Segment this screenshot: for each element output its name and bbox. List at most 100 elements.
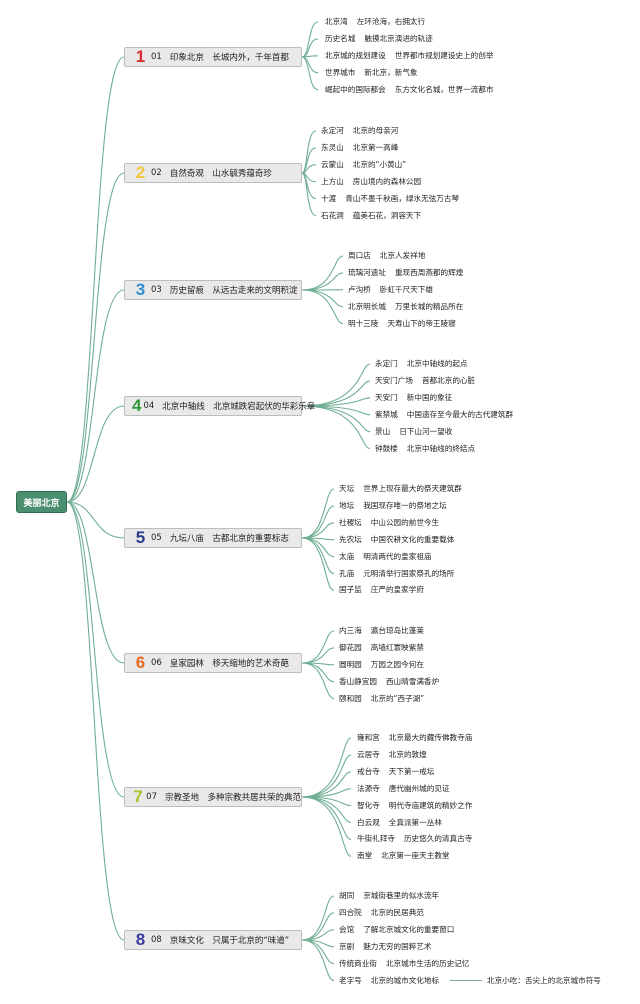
leaf-place: 北京明长城: [348, 301, 386, 311]
topic-title: 自然奇观 山水毓秀蕴奇珍: [169, 169, 272, 179]
leaf-description: 青山不墨千秋画，绿水无弦万古琴: [345, 193, 460, 203]
root-connector: [66, 501, 125, 664]
leaf-item: 颐和园北京的“西子湖”: [339, 693, 424, 704]
leaf-description: 日下山河一望收: [399, 426, 453, 436]
topic-number-glyph: 1: [135, 47, 146, 66]
leaf-connector: [301, 939, 335, 965]
leaf-place: 北京湾: [325, 17, 348, 26]
leaf-item: 御花园高墙红寰映紫禁: [339, 642, 424, 653]
leaf-description: 卧虹千尺天下雄: [379, 284, 433, 294]
root-connector: [66, 501, 125, 539]
root-connector: [66, 172, 125, 503]
leaf-item: 天安门新中国的象征: [375, 392, 452, 403]
leaf-item: 四合院北京的民居典范: [339, 907, 424, 918]
topic-title: 京味文化 只属于北京的“味道”: [169, 936, 290, 946]
leaf-item: 内三海瀛台琼岛比蓬莱: [339, 625, 424, 636]
leaf-item: 先农坛中国农耕文化的重要载体: [339, 534, 454, 545]
leaf-place: 周口店: [348, 251, 371, 260]
leaf-item: 圆明园万园之园今何在: [339, 659, 424, 670]
topic-title: 皇家园林 移天缩地的艺术奇葩: [169, 659, 289, 669]
leaf-connector: [301, 537, 335, 575]
leaf-place: 先农坛: [339, 534, 362, 544]
leaf-connector: [301, 939, 335, 982]
leaf-place: 内三海: [339, 626, 362, 635]
leaf-item: 社稷坛中山公园的前世今生: [339, 517, 439, 528]
leaf-place: 老字号: [339, 975, 362, 985]
leaf-description: 我国现存唯一的祭地之坛: [363, 500, 447, 510]
leaf-description: 明代寺庙建筑的精妙之作: [388, 800, 473, 810]
leaf-connector: [301, 537, 335, 558]
topic-title: 宗教圣地 多种宗教共居共荣的典范: [164, 793, 301, 803]
root-connector: [66, 289, 125, 503]
topic-number-glyph: 2: [135, 163, 146, 182]
leaf-place: 会馆: [339, 924, 355, 934]
leaf-description: 北京的民居典范: [370, 907, 424, 917]
leaf-place: 云蒙山: [321, 159, 344, 169]
leaf-connector: [301, 505, 335, 539]
leaf-description: 魅力无穷的国粹艺术: [363, 941, 432, 951]
leaf-connector: [301, 796, 352, 857]
topic-index: 02: [151, 168, 162, 178]
leaf-place: 卢沟桥: [348, 284, 371, 294]
leaf-place: 御花园: [339, 642, 362, 652]
leaf-item: 天安门广场首都北京的心脏: [375, 375, 475, 386]
leaf-place: 上方山: [321, 176, 344, 186]
leaf-description: 天下第一戒坛: [388, 766, 435, 776]
leaf-item: 永定河北京的母亲河: [321, 125, 398, 136]
leaf-place: 太庙: [339, 551, 355, 561]
leaf-item: 胡同京城街巷里的似水流年: [339, 890, 439, 901]
leaf-place: 历史名城: [325, 33, 356, 43]
leaf-connector: [301, 363, 371, 407]
leaf-place: 四合院: [339, 907, 362, 917]
root-node: 美丽北京: [16, 491, 67, 513]
leaf-item: 世界城市新北京，新气象: [325, 67, 418, 78]
leaf-place: 天坛: [339, 484, 355, 493]
leaf-description: 新北京，新气象: [364, 67, 418, 77]
leaf-place: 钟鼓楼: [375, 443, 398, 453]
leaf-connector: [301, 537, 335, 591]
leaf-item: 永定门北京中轴线的起点: [375, 358, 468, 369]
leaf-description: 天寿山下的帝王陵寝: [387, 318, 456, 328]
leaf-description: 西山晴雪满香炉: [385, 676, 440, 686]
leaf-description: 北京中轴线的终结点: [406, 443, 476, 453]
leaf-connector: [301, 912, 335, 941]
leaf-connector: [301, 929, 335, 941]
leaf-description: 庄严的皇家学府: [370, 585, 424, 595]
leaf-place: 香山静宜园: [339, 676, 377, 686]
leaf-description: 北京的母亲河: [352, 126, 399, 135]
leaf-place: 法源寺: [357, 783, 380, 793]
leaf-connector: [301, 289, 344, 308]
leaf-item: 戒台寺天下第一戒坛: [357, 766, 434, 777]
leaf-place: 雍和宫: [357, 733, 380, 742]
leaf-description: 北京的“西子湖”: [370, 693, 425, 703]
leaf-description: 首都北京的心脏: [421, 375, 476, 385]
leaf-item: 老字号北京的城市文化地标: [339, 975, 439, 986]
leaf-connector: [301, 255, 344, 291]
root-connector: [66, 501, 125, 798]
leaf-description: 房山境内的森林公园: [352, 176, 422, 186]
leaf-item: 钟鼓楼北京中轴线的终结点: [375, 443, 475, 454]
leaf-place: 石花洞: [321, 210, 344, 220]
leaf-place: 琉璃河遗址: [348, 267, 386, 277]
leaf-description: 新中国的象征: [406, 392, 453, 402]
leaf-connector: [301, 737, 352, 798]
leaf-connector: [301, 796, 352, 824]
leaf-item: 北京城的规划建设世界都市规划建设史上的创举: [325, 50, 493, 61]
leaf-item: 牛街礼拜寺历史悠久的清真古寺: [357, 833, 472, 844]
leaf-description: 北京的敦煌: [388, 749, 427, 759]
leaf-description: 万里长城的精品所在: [394, 301, 464, 311]
leaf-place: 胡同: [339, 891, 355, 900]
topic-title: 北京中轴线 北京城跌宕起伏的华彩乐章: [162, 402, 316, 412]
leaf-connector: [301, 630, 335, 664]
leaf-item: 十渡青山不墨千秋画，绿水无弦万古琴: [321, 193, 459, 204]
leaf-place: 紫禁城: [375, 409, 398, 419]
leaf-item: 琉璃河遗址重现西周燕都的辉煌: [348, 267, 463, 278]
leaf-description: 历史悠久的清真古寺: [403, 834, 473, 844]
leaf-description: 北京中轴线的起点: [406, 359, 468, 368]
leaf-connector: [301, 56, 319, 91]
leaf-place: 圆明园: [339, 659, 362, 669]
leaf-description: 北京城市生活的历史记忆: [385, 958, 470, 968]
topic-index: 04: [143, 401, 155, 411]
